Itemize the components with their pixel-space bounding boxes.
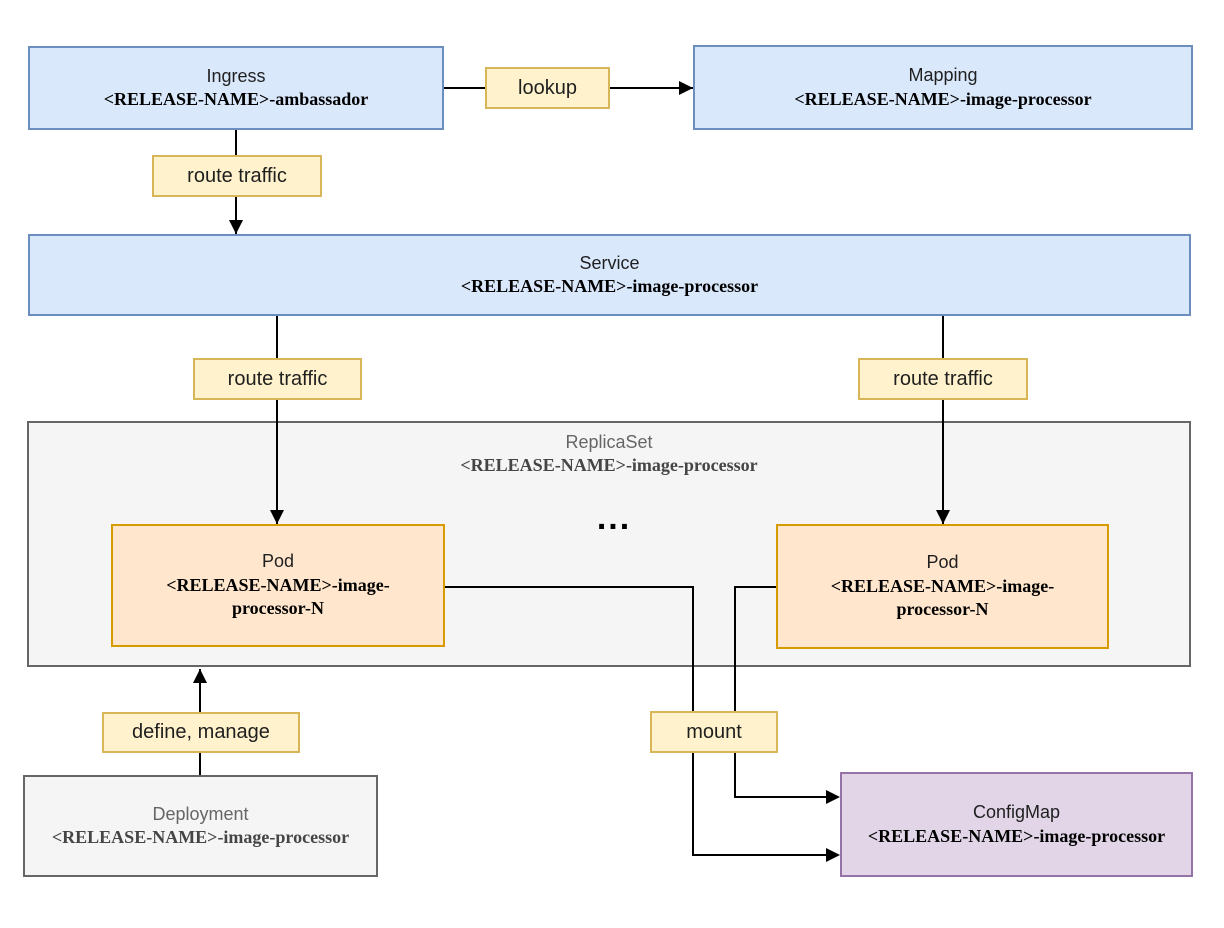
- pod-right-subtitle: <RELEASE-NAME>-image-processor-N: [830, 575, 1055, 620]
- pod-right-title: Pod: [926, 552, 959, 573]
- replicaset-subtitle: <RELEASE-NAME>-image-processor: [460, 455, 758, 476]
- deployment-title: Deployment: [152, 803, 249, 824]
- edge-label-route-traffic-left: route traffic: [193, 358, 362, 400]
- edge-label-mount: mount: [650, 711, 778, 753]
- service-title: Service: [579, 252, 640, 273]
- ingress-subtitle: <RELEASE-NAME>-ambassador: [103, 89, 369, 109]
- edge-pod-left-configmap-h2: [692, 854, 826, 856]
- edge-label-route-traffic-ingress: route traffic: [152, 155, 322, 197]
- edge-pod-right-configmap-h2: [734, 796, 826, 798]
- pods-ellipsis: ...: [596, 499, 632, 537]
- arrowhead-into-configmap-lower: [826, 848, 840, 862]
- configmap-node: ConfigMap <RELEASE-NAME>-image-processor: [840, 772, 1193, 877]
- arrowhead-into-mapping: [679, 81, 693, 95]
- service-node: Service <RELEASE-NAME>-image-processor: [28, 234, 1191, 316]
- arrowhead-into-replicaset: [193, 669, 207, 683]
- edge-label-route-traffic-right: route traffic: [858, 358, 1028, 400]
- arrowhead-into-service: [229, 220, 243, 234]
- pod-left-node: Pod <RELEASE-NAME>-image-processor-N: [111, 524, 445, 647]
- mapping-title: Mapping: [908, 65, 978, 86]
- mapping-node: Mapping <RELEASE-NAME>-image-processor: [693, 45, 1193, 130]
- arrowhead-into-pod-right: [936, 510, 950, 524]
- configmap-title: ConfigMap: [972, 802, 1061, 823]
- ingress-node: Ingress <RELEASE-NAME>-ambassador: [28, 46, 444, 130]
- edge-service-pod-right: [942, 316, 944, 524]
- pod-right-node: Pod <RELEASE-NAME>-image-processor-N: [776, 524, 1109, 649]
- service-subtitle: <RELEASE-NAME>-image-processor: [460, 276, 759, 296]
- configmap-subtitle: <RELEASE-NAME>-image-processor: [867, 825, 1166, 846]
- arrowhead-into-configmap-upper: [826, 790, 840, 804]
- edge-pod-right-configmap-v: [734, 586, 736, 798]
- edge-service-pod-left: [276, 316, 278, 524]
- deployment-subtitle: <RELEASE-NAME>-image-processor: [51, 827, 350, 847]
- arrowhead-into-pod-left: [270, 510, 284, 524]
- ingress-title: Ingress: [206, 65, 266, 86]
- replicaset-title: ReplicaSet: [565, 432, 653, 452]
- deployment-node: Deployment <RELEASE-NAME>-image-processo…: [23, 775, 378, 877]
- mapping-subtitle: <RELEASE-NAME>-image-processor: [794, 88, 1092, 109]
- edge-pod-right-configmap-h1: [734, 586, 776, 588]
- edge-pod-left-configmap-h1: [445, 586, 694, 588]
- edge-label-define-manage: define, manage: [102, 712, 300, 753]
- pod-left-subtitle: <RELEASE-NAME>-image-processor-N: [166, 574, 390, 619]
- edge-label-lookup: lookup: [485, 67, 610, 109]
- pod-left-title: Pod: [261, 551, 295, 572]
